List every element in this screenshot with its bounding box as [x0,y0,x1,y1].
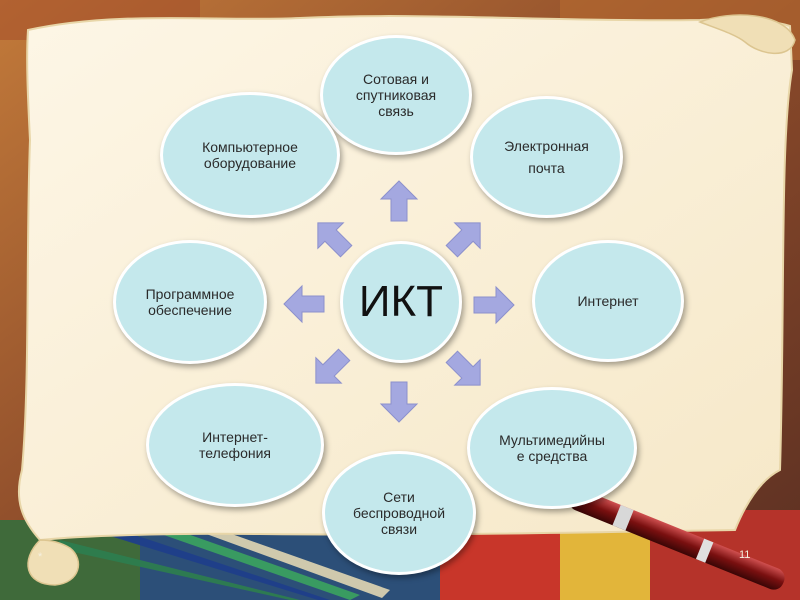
node-label: Интернет [577,293,638,309]
node-label: Сотовая и спутниковая связь [356,71,436,119]
node-internet-telephony: Интернет- телефония [146,383,324,507]
node-label: Программное обеспечение [146,286,235,318]
footer-left-mark: * [38,551,42,563]
node-computer-hardware: Компьютерное оборудование [160,92,340,218]
node-satellite-communication: Сотовая и спутниковая связь [320,35,472,155]
node-label: Электронная почта [504,135,589,179]
node-email: Электронная почта [470,96,623,218]
arrow-left-icon [282,282,326,326]
node-wireless-networks: Сети беспроводной связи [322,451,476,575]
node-internet: Интернет [532,240,684,362]
node-label: Сети беспроводной связи [353,489,445,537]
node-software: Программное обеспечение [113,240,267,364]
slide-number: 11 [739,549,750,561]
arrow-down-icon [377,380,421,424]
center-node-ikt: ИКТ [340,241,462,363]
node-multimedia: Мультимедийны е средства [467,387,637,509]
node-label: Интернет- телефония [199,429,271,461]
center-node-label: ИКТ [359,279,443,325]
node-label: Компьютерное оборудование [202,139,298,171]
node-label: Мультимедийны е средства [499,432,605,464]
arrow-right-icon [472,283,516,327]
arrow-up-icon [377,179,421,223]
